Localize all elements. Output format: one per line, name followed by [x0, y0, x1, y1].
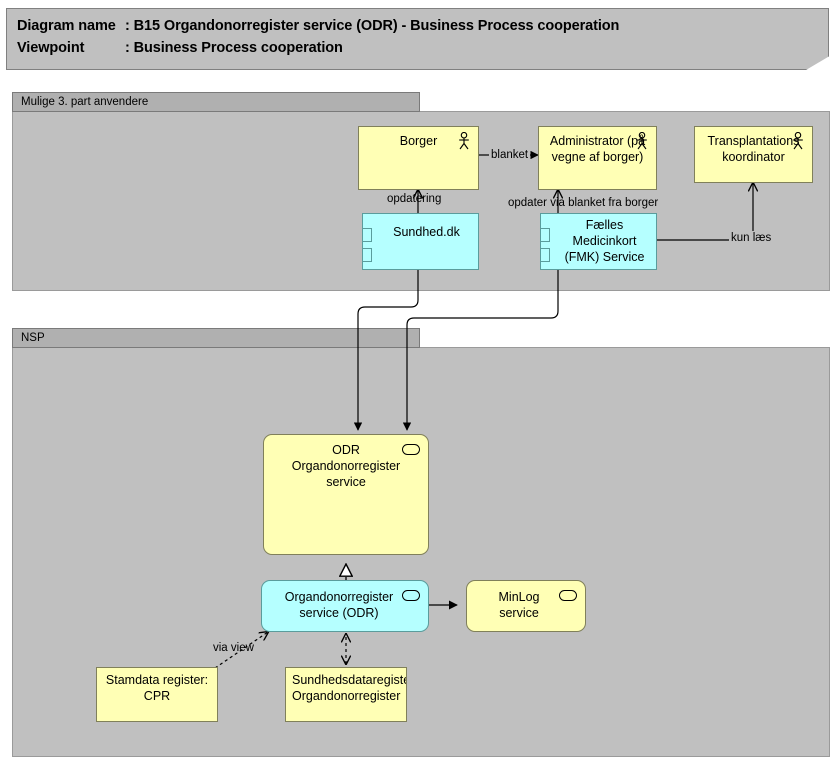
node-odr-service-label: Organdonorregister service (ODR): [284, 590, 394, 620]
node-minlog-service[interactable]: MinLog service: [466, 580, 586, 632]
edge-label-opdater-via-blanket: opdater via blanket fra borger: [508, 197, 659, 209]
node-sundhed-dk-label: Sundhed.dk: [393, 225, 460, 239]
service-pill-icon: [559, 590, 577, 601]
actor-icon: [459, 132, 469, 150]
node-borger-label: Borger: [399, 134, 438, 148]
component-tab-icon: [363, 228, 372, 242]
edge-label-via-view: via view: [213, 642, 254, 654]
node-odr-application-service-label: ODR Organdonorregister service: [291, 443, 401, 489]
group-nsp-tab[interactable]: NSP: [12, 328, 420, 348]
diagram-name-line: Diagram name : B15 Organdonorregister ser…: [17, 18, 619, 34]
component-tab-icon: [541, 248, 550, 262]
node-transplantation-koordinator[interactable]: Transplantations koordinator: [694, 126, 813, 183]
component-tab-icon: [363, 248, 372, 262]
edge-label-blanket: blanket: [489, 148, 531, 162]
viewpoint-line: Viewpoint : Business Process cooperation: [17, 40, 343, 56]
node-fmk-service-label: Fælles Medicinkort (FMK) Service: [564, 218, 645, 264]
service-pill-icon: [402, 444, 420, 455]
actor-icon: [793, 132, 803, 150]
node-odr-application-service[interactable]: ODR Organdonorregister service: [263, 434, 429, 555]
node-stamdata-cpr-label: Stamdata register: CPR: [105, 673, 209, 703]
node-stamdata-cpr[interactable]: Stamdata register: CPR: [96, 667, 218, 722]
component-tab-icon: [541, 228, 550, 242]
service-pill-icon: [402, 590, 420, 601]
viewpoint-value: : Business Process cooperation: [125, 40, 343, 56]
viewpoint-key: Viewpoint: [17, 40, 85, 56]
node-sundhedsdataregister-label: Sundhedsdataregister: Organdonorregister: [292, 673, 407, 703]
node-administrator[interactable]: Administrator (på vegne af borger): [538, 126, 657, 190]
node-transplantation-koordinator-label: Transplantations koordinator: [707, 134, 800, 164]
node-administrator-label: Administrator (på vegne af borger): [549, 134, 646, 164]
node-borger[interactable]: Borger: [358, 126, 479, 190]
node-minlog-service-label: MinLog service: [498, 590, 540, 620]
edge-label-kun-laes: kun læs: [729, 231, 774, 245]
group-third-party-tab[interactable]: Mulige 3. part anvendere: [12, 92, 420, 112]
node-odr-service[interactable]: Organdonorregister service (ODR): [261, 580, 429, 632]
diagram-name-value: : B15 Organdonorregister service (ODR) -…: [125, 18, 620, 34]
edge-label-opdatering: opdatering: [387, 193, 442, 205]
node-fmk-service[interactable]: Fælles Medicinkort (FMK) Service: [540, 213, 657, 270]
node-sundhedsdataregister[interactable]: Sundhedsdataregister: Organdonorregister: [285, 667, 407, 722]
diagram-title-header: Diagram name : B15 Organdonorregister ser…: [6, 8, 829, 70]
node-sundhed-dk[interactable]: Sundhed.dk: [362, 213, 479, 270]
actor-icon: [637, 132, 647, 150]
diagram-name-key: Diagram name: [17, 18, 116, 34]
